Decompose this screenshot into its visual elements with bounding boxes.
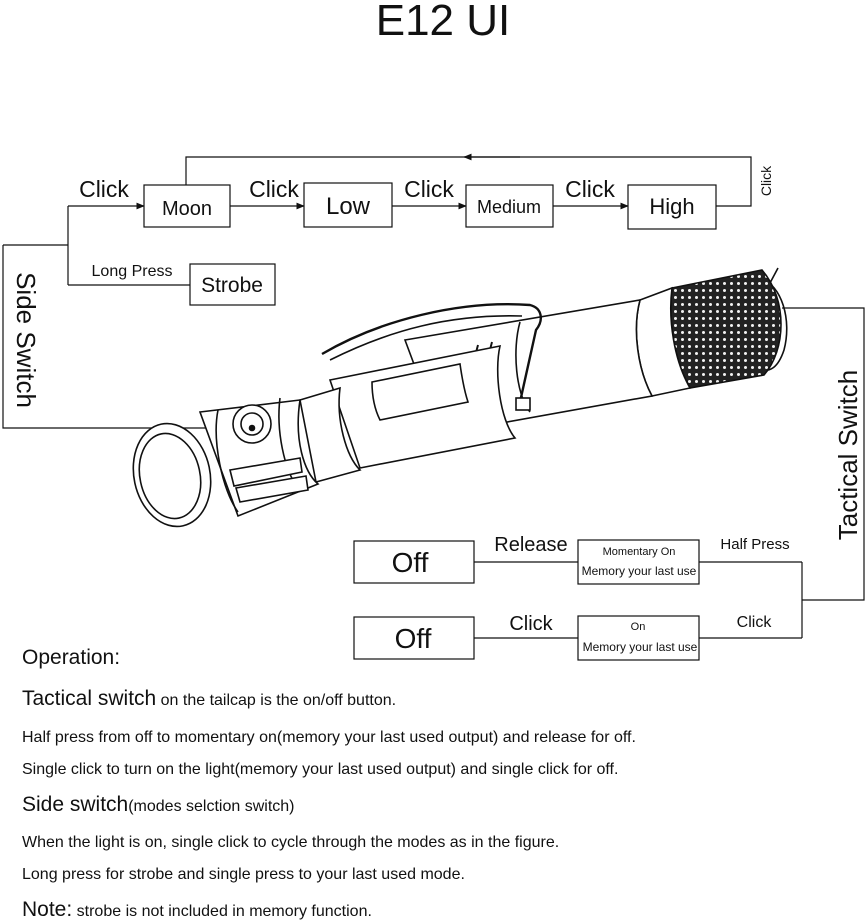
on-line2: Memory your last use bbox=[583, 640, 698, 654]
page-title: E12 UI bbox=[376, 0, 511, 45]
mode-box-high bbox=[627, 184, 717, 230]
off-box-click bbox=[353, 616, 475, 660]
side-switch-paragraph: Side switch(modes selction switch) bbox=[22, 793, 295, 817]
tactical-line-2: Single click to turn on the light(memory… bbox=[22, 761, 619, 778]
on-box bbox=[577, 615, 700, 661]
off-label-1: Off bbox=[392, 547, 429, 578]
mode-label-high: High bbox=[649, 194, 694, 219]
click-on-label: Click bbox=[737, 614, 773, 631]
click-label-1: Click bbox=[79, 176, 129, 202]
mode-box-medium bbox=[465, 184, 554, 228]
mode-label-low: Low bbox=[326, 193, 371, 220]
mode-label-medium: Medium bbox=[477, 197, 541, 217]
operation-heading: Operation: bbox=[22, 646, 121, 669]
tactical-line-1: Half press from off to momentary on(memo… bbox=[22, 729, 636, 746]
strobe-label: Strobe bbox=[201, 274, 263, 297]
half-press-label: Half Press bbox=[720, 536, 789, 553]
side-switch-desc: (modes selction switch) bbox=[128, 798, 295, 815]
strobe-box bbox=[189, 263, 276, 306]
tactical-switch-paragraph: Tactical switch on the tailcap is the on… bbox=[22, 687, 396, 711]
click-label-2: Click bbox=[249, 176, 299, 202]
tactical-switch-title: Tactical switch bbox=[22, 687, 157, 710]
mode-box-moon bbox=[143, 184, 231, 228]
momentary-line2: Memory your last use bbox=[582, 564, 697, 578]
side-switch-label: Side Switch bbox=[11, 272, 41, 408]
tactical-flow bbox=[474, 307, 865, 639]
click-label-3: Click bbox=[404, 176, 454, 202]
click-off-label: Click bbox=[509, 613, 553, 635]
side-line-1: When the light is on, single click to cy… bbox=[22, 834, 560, 851]
flashlight-illustration bbox=[132, 267, 788, 528]
mode-box-low bbox=[303, 182, 393, 228]
mode-label-moon: Moon bbox=[162, 198, 212, 220]
note-title: Note: bbox=[22, 898, 73, 921]
side-switch-title: Side switch bbox=[22, 793, 129, 816]
momentary-line1: Momentary On bbox=[603, 546, 676, 558]
momentary-on-box bbox=[577, 539, 700, 585]
off-label-2: Off bbox=[395, 623, 432, 654]
long-press-label: Long Press bbox=[92, 263, 173, 280]
return-click-label: Click bbox=[758, 165, 774, 196]
tactical-switch-label: Tactical Switch bbox=[833, 370, 863, 541]
off-box-momentary bbox=[353, 540, 475, 584]
click-label-4: Click bbox=[565, 176, 615, 202]
side-line-2: Long press for strobe and single press t… bbox=[22, 866, 465, 883]
on-line1: On bbox=[631, 621, 646, 633]
tactical-switch-desc: on the tailcap is the on/off button. bbox=[156, 692, 397, 709]
note-paragraph: Note: strobe is not included in memory f… bbox=[22, 898, 372, 922]
note-desc: strobe is not included in memory functio… bbox=[72, 903, 372, 920]
release-label: Release bbox=[494, 534, 567, 556]
